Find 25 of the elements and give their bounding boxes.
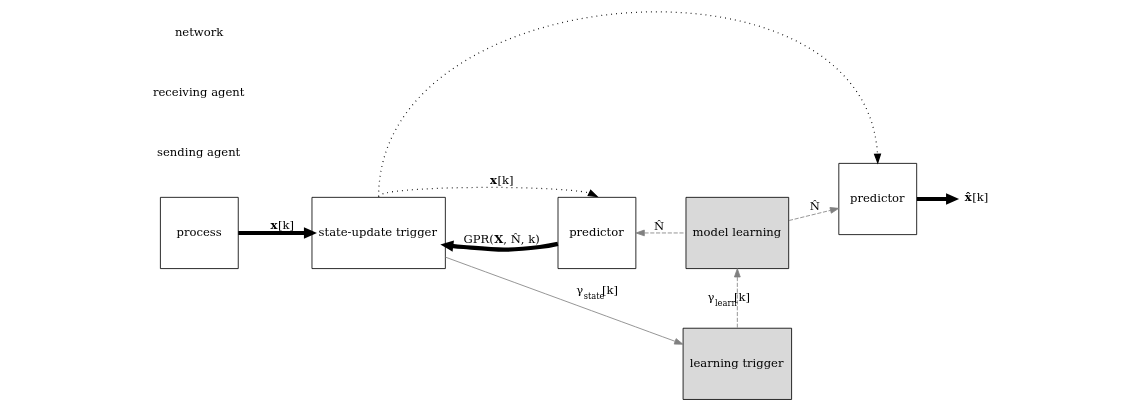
arrow <box>733 268 741 329</box>
edge-label: N̂ <box>809 198 820 213</box>
node-box: learning trigger <box>682 327 792 400</box>
arrow <box>439 240 558 252</box>
edge-label: GPR(X, N̂, k) <box>463 232 540 247</box>
arrow <box>916 193 959 205</box>
arrow <box>377 12 881 198</box>
label: receiving agent <box>152 85 244 100</box>
node-text: x̂[k] <box>964 190 988 205</box>
edge-label: N̂ <box>653 218 664 233</box>
edge-label: x[k] <box>489 173 514 188</box>
edge-label: γ$_{state}$[k] <box>575 283 618 302</box>
label: network <box>174 25 223 40</box>
node-box: state-update trigger <box>311 196 446 269</box>
edge-label: γ$_{learn}$[k] <box>707 289 750 308</box>
arrow <box>444 256 683 345</box>
node-box: process <box>159 196 239 269</box>
arrow <box>635 229 686 237</box>
arrow <box>788 207 839 221</box>
node-box: predictor <box>557 196 636 269</box>
arrow <box>237 227 317 239</box>
node-box: model learning <box>685 196 789 269</box>
edge-label: x[k] <box>270 217 294 232</box>
label: sending agent <box>156 144 240 159</box>
node-box: predictor <box>837 162 917 236</box>
